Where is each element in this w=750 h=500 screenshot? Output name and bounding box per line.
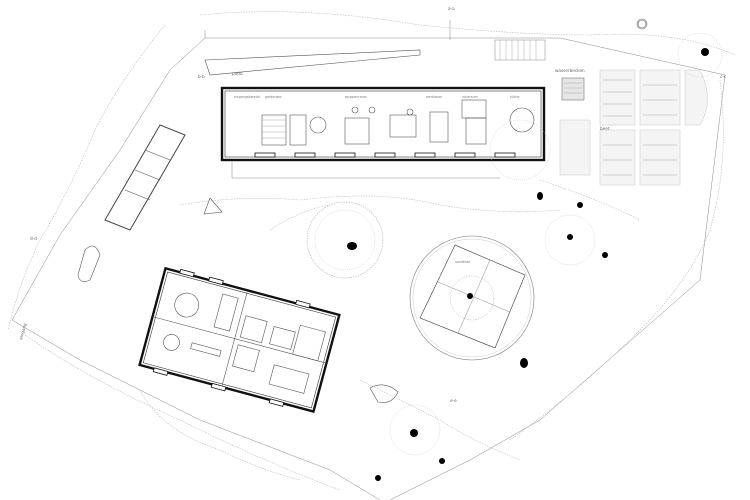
label-wasserbecken: wasserbecken <box>555 68 585 73</box>
section-marker-a: a-a <box>448 6 455 11</box>
section-marker-c: c-c <box>720 74 727 79</box>
circular-play-area <box>409 235 535 361</box>
room-label-5: ruheraum <box>462 95 478 99</box>
site-furniture <box>203 19 647 403</box>
tree-canopies <box>306 32 723 456</box>
vegetation-hedges <box>7 11 736 491</box>
label-beet: beet <box>600 126 610 131</box>
garden-beds <box>559 69 708 186</box>
section-marker-e: e-e <box>450 398 457 403</box>
site-boundary <box>11 20 726 500</box>
plan-labels: patio wasserbecken beet sandkiste eingan… <box>18 6 727 403</box>
label-patio: patio <box>232 71 243 76</box>
section-marker-d: d-d <box>30 236 37 241</box>
room-label-2: garderobe <box>265 95 281 99</box>
room-label-4: werkraum <box>426 95 442 99</box>
label-sandbox: sandkiste <box>455 260 470 264</box>
patio <box>204 49 421 76</box>
water-basin <box>561 77 585 101</box>
room-label-6: küche <box>510 95 520 99</box>
room-label-3: gruppenraum <box>345 95 367 99</box>
north-building-windows <box>254 152 516 158</box>
north-arrow-icon <box>636 18 648 30</box>
tree-icon <box>347 48 709 481</box>
site-stair <box>494 39 546 61</box>
carport <box>77 124 186 282</box>
section-marker-b: b-b <box>198 74 205 79</box>
label-eingang: eingang <box>18 322 27 340</box>
building-south <box>138 266 341 413</box>
room-label-1: eingangsbereich <box>234 95 260 99</box>
building-north <box>220 86 546 179</box>
